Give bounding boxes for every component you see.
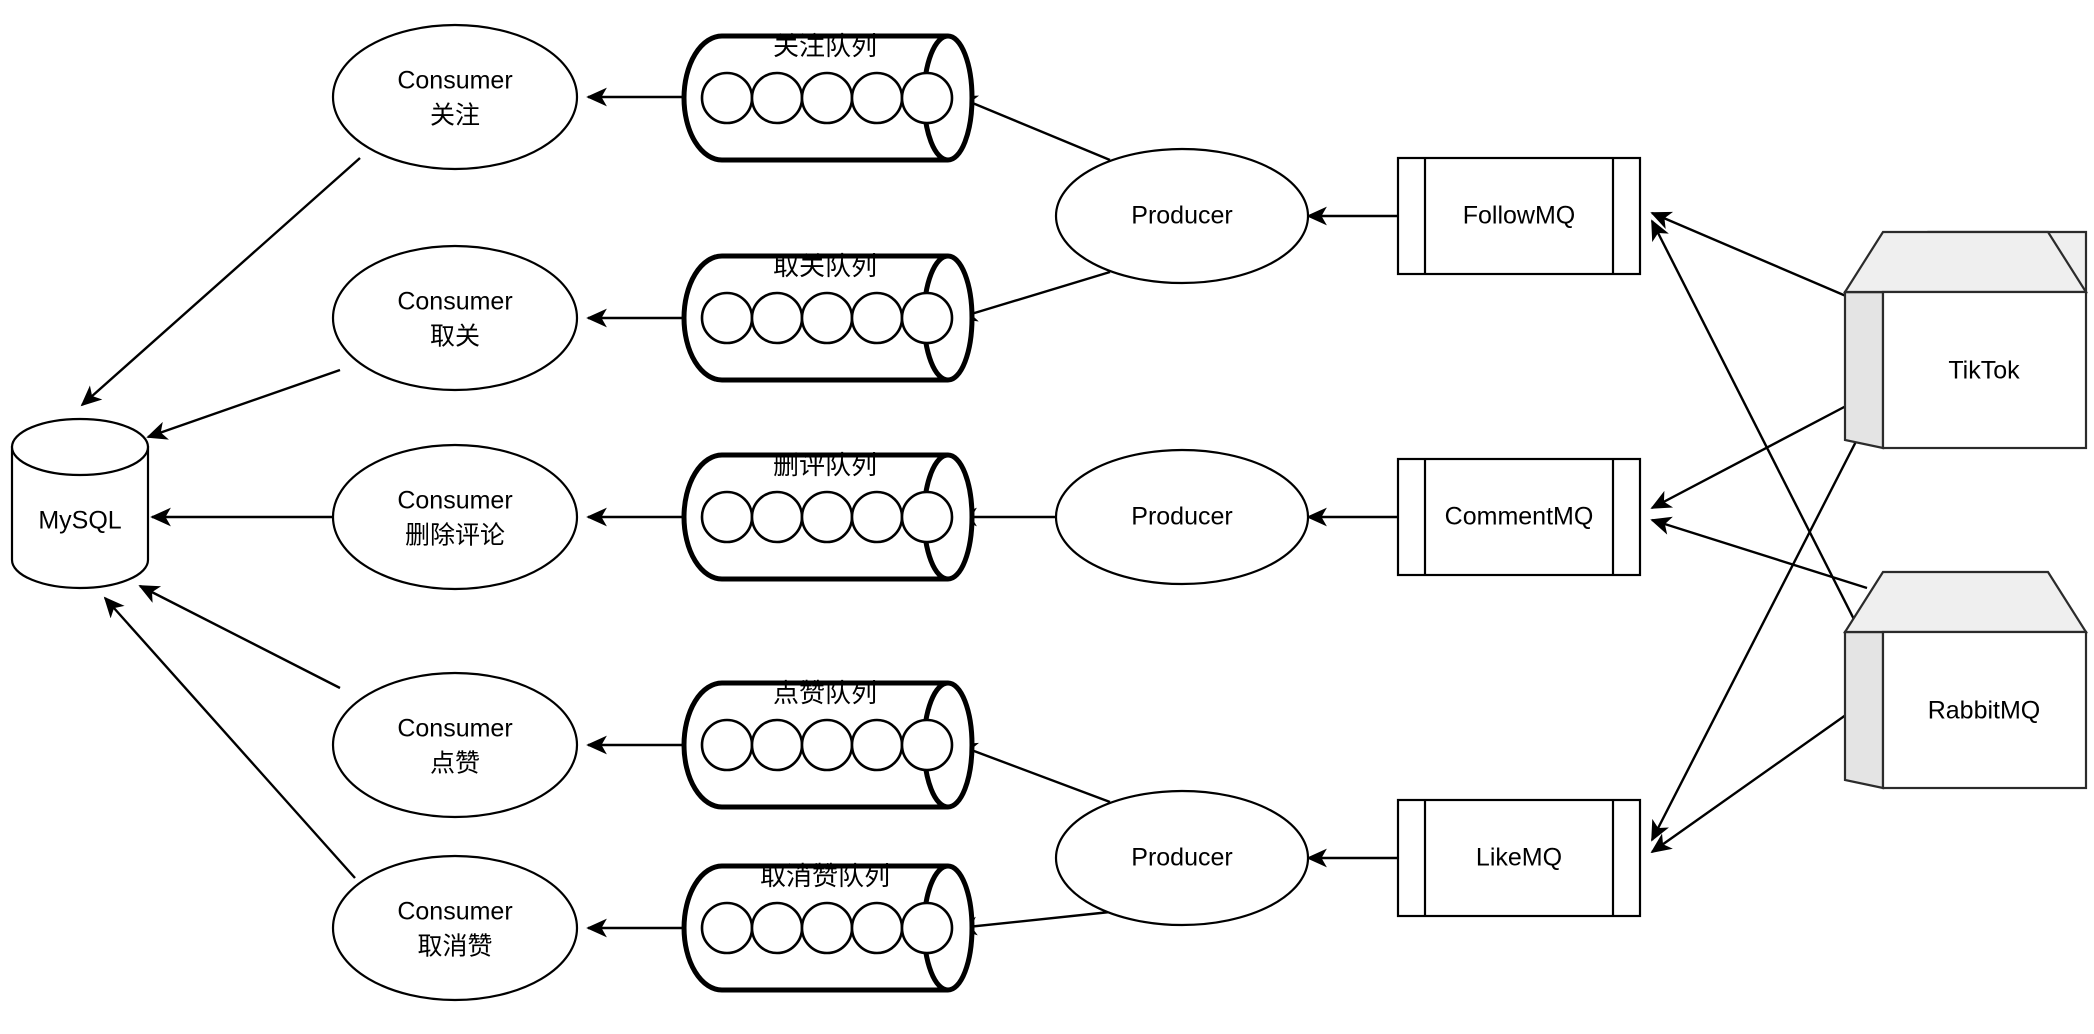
producer-comment[interactable]: Producer xyxy=(1054,448,1310,586)
producer-comment-ellipse xyxy=(1054,448,1310,586)
queue-unlike-slot-1 xyxy=(700,901,754,955)
queue-unfollow-slot-5 xyxy=(900,291,954,345)
queue-unfollow-slot-3 xyxy=(800,291,854,345)
edge-consumer-unfollow-to-mysql xyxy=(146,368,341,440)
producer-follow[interactable]: Producer xyxy=(1054,147,1310,285)
comment-mq[interactable]: CommentMQ xyxy=(1396,457,1642,577)
queue-like-slot-1 xyxy=(700,718,754,772)
tiktok-source[interactable]: TikTok xyxy=(1843,230,2088,450)
queue-delete-comment-slot-1 xyxy=(700,490,754,544)
edge-layer xyxy=(80,87,1869,938)
edge-producer-follow-to-queue-unfollow xyxy=(956,270,1111,322)
queue-follow[interactable]: 关注队列 xyxy=(681,31,975,163)
queue-like[interactable]: 点赞队列 xyxy=(681,678,975,810)
mysql-hit-area[interactable] xyxy=(12,419,148,589)
tiktok-cube-front xyxy=(1881,290,2088,450)
consumer-follow[interactable]: Consumer 关注 xyxy=(331,23,579,171)
follow-mq[interactable]: FollowMQ xyxy=(1396,156,1642,276)
queue-follow-slot-5 xyxy=(900,71,954,125)
queue-like-slot-4 xyxy=(850,718,904,772)
queue-unfollow[interactable]: 取关队列 xyxy=(681,251,975,383)
edge-tiktok-to-likemq xyxy=(1650,419,1869,842)
queue-unfollow-slot-1 xyxy=(700,291,754,345)
consumer-like-ellipse xyxy=(331,671,579,819)
consumer-like[interactable]: Consumer 点赞 xyxy=(331,671,579,819)
queue-like-slot-5 xyxy=(900,718,954,772)
edge-tiktok-to-followmq xyxy=(1650,211,1868,307)
queue-unlike-slot-5 xyxy=(900,901,954,955)
mysql-cylinder-body xyxy=(10,445,150,590)
edge-tiktok-to-commentmq xyxy=(1650,393,1868,510)
consumer-unfollow[interactable]: Consumer 取关 xyxy=(331,244,579,392)
edge-producer-follow-to-queue-follow xyxy=(956,95,1111,162)
queue-follow-slot-1 xyxy=(700,71,754,125)
queue-like-slot-2 xyxy=(750,718,804,772)
edge-rabbitmq-to-followmq xyxy=(1650,219,1869,646)
rabbitmq-source[interactable]: RabbitMQ xyxy=(1843,570,2088,790)
edge-producer-like-to-queue-like xyxy=(956,742,1111,804)
queue-delete-comment-slot-5 xyxy=(900,490,954,544)
queue-delete-comment-slot-4 xyxy=(850,490,904,544)
queue-like-slot-3 xyxy=(800,718,854,772)
like-mq[interactable]: LikeMQ xyxy=(1396,798,1642,918)
queue-follow-slot-2 xyxy=(750,71,804,125)
queue-delete-comment[interactable]: 删评队列 xyxy=(681,450,975,582)
mysql-cylinder-top xyxy=(10,417,150,477)
edge-rabbitmq-to-likemq xyxy=(1650,699,1868,854)
rabbitmq-cube-top-face xyxy=(1843,570,2088,634)
consumer-delete-comment-ellipse xyxy=(331,443,579,591)
queue-unlike-slot-2 xyxy=(750,901,804,955)
queue-unlike-slot-4 xyxy=(850,901,904,955)
rabbitmq-cube-front xyxy=(1881,630,2088,790)
edge-consumer-follow-to-mysql xyxy=(80,157,361,407)
comment-mq-box xyxy=(1396,457,1642,577)
edge-consumer-like-to-mysql xyxy=(138,584,341,690)
edge-rabbitmq-to-commentmq xyxy=(1650,516,1868,590)
queue-unlike[interactable]: 取消赞队列 xyxy=(681,861,975,993)
queue-unlike-slot-3 xyxy=(800,901,854,955)
queue-delete-comment-slot-2 xyxy=(750,490,804,544)
producer-follow-ellipse xyxy=(1054,147,1310,285)
consumer-unlike-ellipse xyxy=(331,854,579,1002)
producer-like-ellipse xyxy=(1054,789,1310,927)
consumer-unlike[interactable]: Consumer 取消赞 xyxy=(331,854,579,1002)
consumer-delete-comment[interactable]: Consumer 删除评论 xyxy=(331,443,579,591)
tiktok-cube-side xyxy=(1843,290,1885,450)
queue-unfollow-slot-2 xyxy=(750,291,804,345)
consumer-unfollow-ellipse xyxy=(331,244,579,392)
queue-follow-slot-4 xyxy=(850,71,904,125)
producer-like[interactable]: Producer xyxy=(1054,789,1310,927)
like-mq-box xyxy=(1396,798,1642,918)
queue-unfollow-slot-4 xyxy=(850,291,904,345)
follow-mq-box xyxy=(1396,156,1642,276)
rabbitmq-cube-side xyxy=(1843,630,1885,790)
consumer-follow-ellipse xyxy=(331,23,579,171)
mysql-database[interactable]: MySQL xyxy=(10,417,150,590)
queue-delete-comment-slot-3 xyxy=(800,490,854,544)
tiktok-cube-top-face xyxy=(1843,230,2088,294)
queue-follow-slot-3 xyxy=(800,71,854,125)
edge-consumer-unlike-to-mysql xyxy=(103,596,356,879)
edge-producer-like-to-queue-unlike xyxy=(956,910,1111,936)
